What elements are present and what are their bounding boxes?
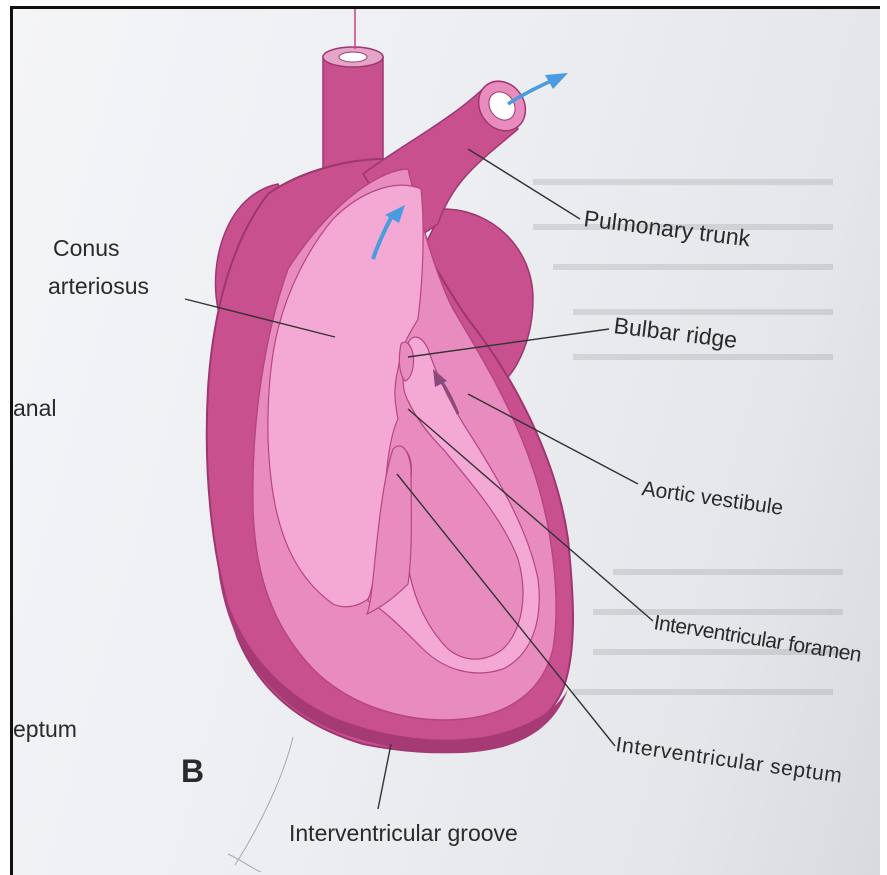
cropped-text-anal: anal (13, 395, 56, 421)
leader-groove (378, 744, 391, 809)
heart-diagram: Conus arteriosus Pulmonary trunk Bulbar … (13, 9, 877, 872)
flow-arrow-pulmonary (508, 73, 568, 104)
label-iv-septum: Interventricular septum (614, 733, 843, 788)
label-conus-line1: Conus (53, 235, 119, 261)
figure-label: B (181, 753, 204, 789)
aorta-lumen (339, 52, 367, 62)
label-iv-groove: Interventricular groove (289, 820, 518, 846)
label-aortic-vestibule: Aortic vestibule (640, 477, 784, 520)
textbook-page: Conus arteriosus Pulmonary trunk Bulbar … (10, 6, 880, 875)
label-pulmonary-trunk: Pulmonary trunk (582, 205, 752, 251)
label-iv-foramen: Interventricular foramen (652, 611, 863, 667)
label-bulbar-ridge: Bulbar ridge (612, 312, 738, 353)
cropped-text-eptum: eptum (13, 716, 77, 742)
label-conus-line2: arteriosus (48, 273, 149, 299)
pencil-marks (228, 737, 293, 872)
